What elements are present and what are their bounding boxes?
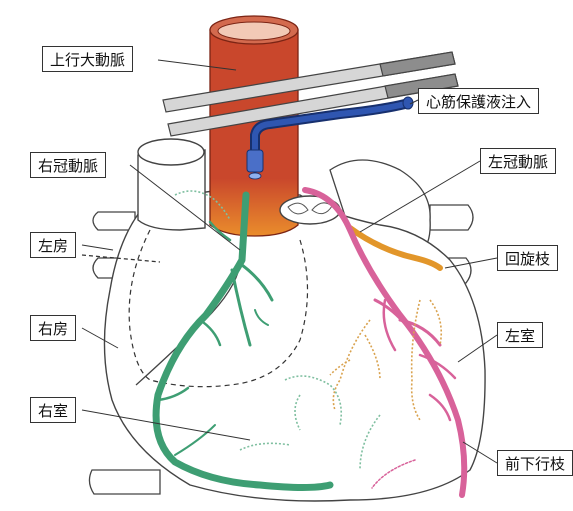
label-circumflex-branch: 回旋枝 (497, 245, 558, 271)
label-left-coronary-artery: 左冠動脈 (480, 148, 556, 174)
label-right-coronary-artery: 右冠動脈 (30, 152, 106, 178)
label-ascending-aorta: 上行大動脈 (42, 46, 133, 72)
label-cardioplegia-infusion: 心筋保護液注入 (418, 88, 539, 114)
label-left-atrium: 左房 (30, 232, 76, 258)
label-left-ventricle: 左室 (497, 322, 543, 348)
aortic-clamp (163, 52, 458, 136)
superior-vena-cava (138, 139, 205, 230)
label-right-atrium: 右房 (30, 315, 76, 341)
label-anterior-descending-branch: 前下行枝 (497, 450, 573, 476)
label-right-ventricle: 右室 (30, 397, 76, 423)
